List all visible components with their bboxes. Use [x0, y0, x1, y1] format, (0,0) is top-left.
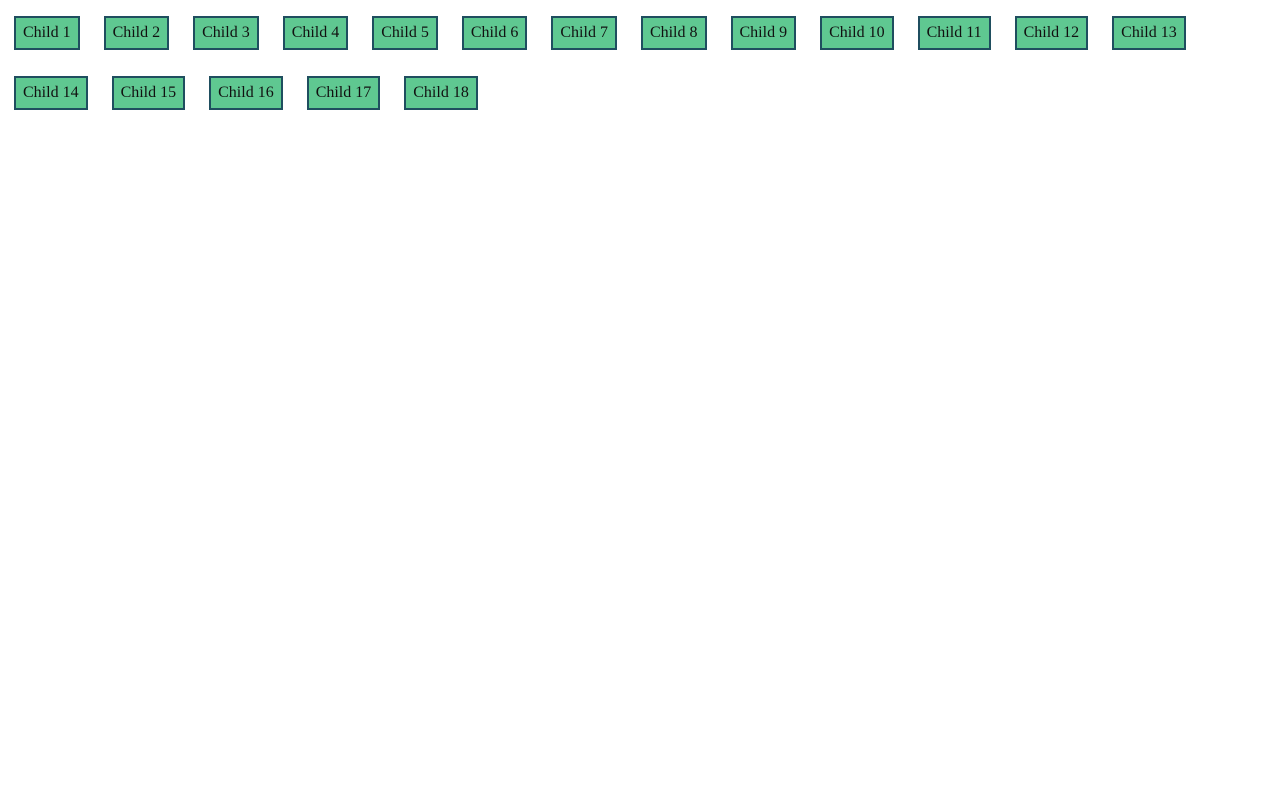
child-box-14[interactable]: Child 14: [14, 76, 88, 110]
child-box-13[interactable]: Child 13: [1112, 16, 1186, 50]
child-box-16[interactable]: Child 16: [209, 76, 283, 110]
child-box-1[interactable]: Child 1: [14, 16, 80, 50]
child-box-5[interactable]: Child 5: [372, 16, 438, 50]
child-box-11[interactable]: Child 11: [917, 16, 991, 50]
child-box-12[interactable]: Child 12: [1014, 16, 1089, 50]
child-box-15[interactable]: Child 15: [111, 76, 186, 110]
child-box-3[interactable]: Child 3: [193, 16, 259, 50]
child-box-10[interactable]: Child 10: [820, 16, 894, 50]
children-container: Child 1 Child 2 Child 3 Child 4 Child 5 Child…: [0, 0, 1267, 126]
child-box-9[interactable]: Child 9: [730, 16, 797, 50]
child-box-17[interactable]: Child 17: [306, 76, 381, 110]
child-box-8[interactable]: Child 8: [640, 16, 707, 50]
child-box-2[interactable]: Child 2: [103, 16, 170, 50]
child-box-7[interactable]: Child 7: [551, 16, 617, 50]
child-box-6[interactable]: Child 6: [461, 16, 528, 50]
child-box-4[interactable]: Child 4: [282, 16, 349, 50]
child-box-18[interactable]: Child 18: [404, 76, 478, 110]
